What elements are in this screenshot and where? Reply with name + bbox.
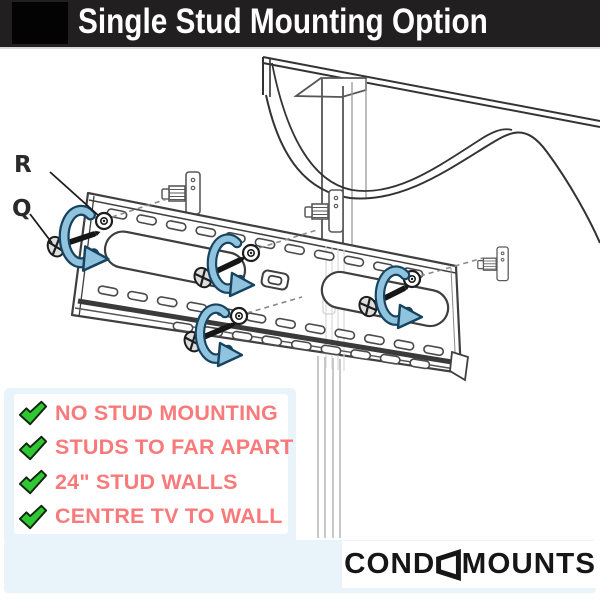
- list-item-label: NO STUD MOUNTING: [55, 400, 278, 425]
- washer-bottom: [229, 306, 249, 326]
- list-item: NO STUD MOUNTING: [18, 396, 288, 430]
- callouts: R Q: [12, 152, 100, 244]
- plate-corner-flange: [449, 350, 469, 382]
- check-icon: [18, 401, 48, 426]
- plate-bottom-stripe: [77, 298, 453, 365]
- tv-screen-icon: [436, 548, 462, 581]
- ceiling-track-lines: [262, 56, 600, 128]
- page-title: Single Stud Mounting Option: [78, 2, 488, 41]
- list-item: CENTRE TV TO WALL: [18, 500, 288, 534]
- stud-bracket-right: [477, 246, 509, 282]
- feature-checklist: NO STUD MOUNTING STUDS TO FAR APART 24" …: [14, 394, 293, 534]
- plate-slot-rows: [97, 208, 445, 370]
- list-item: 24" STUD WALLS: [18, 465, 288, 499]
- title-bar-square: [12, 2, 68, 44]
- list-item: STUDS TO FAR APART: [18, 431, 293, 465]
- check-icon: [18, 504, 48, 529]
- leader-line-r: [49, 171, 100, 217]
- list-item-label: 24" STUD WALLS: [55, 469, 238, 494]
- label-r: R: [14, 152, 32, 178]
- plate-handle-slot: [260, 269, 290, 291]
- list-item-label: STUDS TO FAR APART: [55, 435, 294, 460]
- logo-text-right: MOUNTS: [462, 548, 597, 580]
- check-icon: [18, 435, 48, 460]
- check-icon: [18, 470, 48, 495]
- dashed-leaders: [111, 197, 484, 314]
- washer-mid: [241, 243, 261, 263]
- title-bar: Single Stud Mounting Option: [0, 0, 600, 47]
- leader-line-q: [29, 213, 53, 244]
- header-divider: [0, 47, 600, 49]
- logo-text-left: COND: [344, 548, 436, 580]
- list-item-label: CENTRE TV TO WALL: [55, 504, 283, 529]
- brand-logo: COND MOUNTS: [342, 541, 598, 588]
- curved-wall-line: [265, 62, 600, 244]
- label-q: Q: [12, 196, 32, 222]
